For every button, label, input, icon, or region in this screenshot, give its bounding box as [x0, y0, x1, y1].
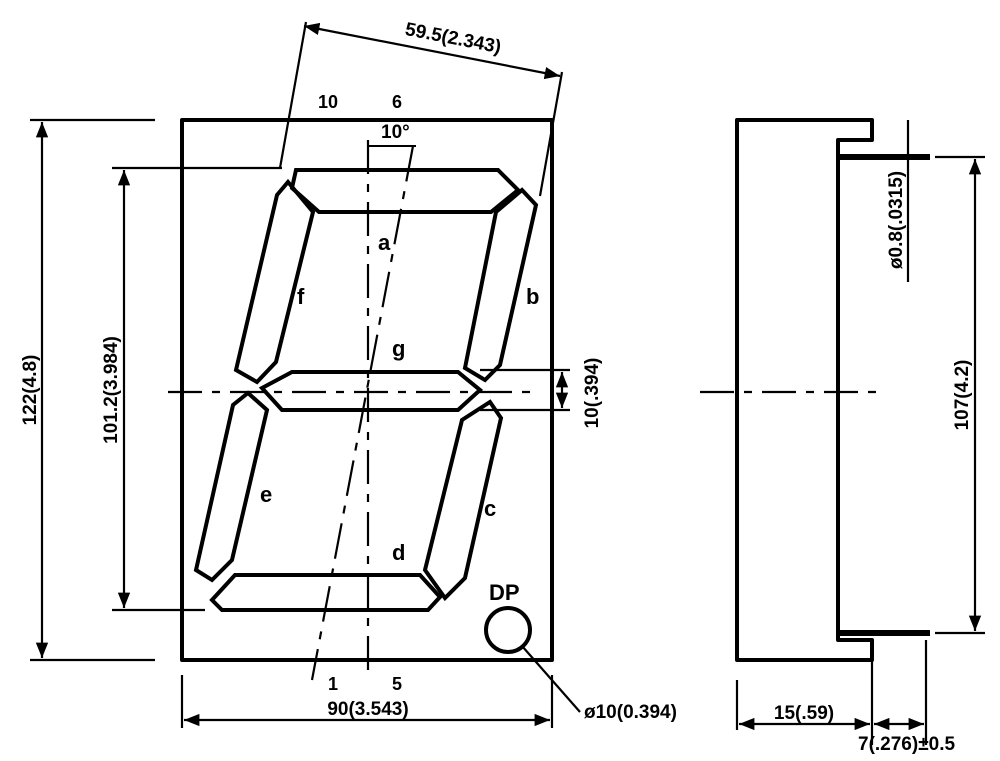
height-total-label: 122(4.8)	[20, 355, 41, 426]
segment-label-g: g	[392, 336, 405, 361]
segment-label-d: d	[392, 540, 405, 565]
segment-width-label: 10(.394)	[582, 358, 603, 429]
pin-label-6: 6	[392, 92, 402, 112]
segment-label-b: b	[526, 284, 539, 309]
slant-angle-label: 10°	[381, 122, 410, 143]
segment-label-e: e	[260, 482, 272, 507]
pin-diameter-label: ø0.8(.0315)	[886, 171, 907, 269]
side-dimensions: 107(4.2) ø0.8(.0315) 15(.59) 7(.276)±0.5	[735, 120, 985, 755]
segment-label-dp: DP	[489, 580, 520, 605]
segment-b	[462, 187, 539, 383]
front-view: 10° a b c d e f g DP 10 6 1 5	[168, 92, 554, 694]
slant-axis	[310, 145, 415, 681]
pin-label-5: 5	[392, 674, 402, 694]
segment-e	[193, 390, 270, 583]
side-height-label: 107(4.2)	[952, 360, 973, 431]
segment-label-c: c	[484, 496, 496, 521]
side-view	[700, 118, 930, 662]
segment-dp	[484, 606, 532, 654]
dp-leader-line	[521, 645, 581, 713]
slant-width-dimension-line	[303, 22, 561, 80]
pin-label-10: 10	[318, 92, 338, 112]
segment-a	[289, 168, 521, 214]
segment-label-f: f	[297, 284, 305, 309]
side-body-outline	[735, 118, 874, 662]
segment-c	[422, 399, 504, 602]
dp-diameter-label: ø10(0.394)	[584, 702, 677, 723]
width-total-label: 90(3.543)	[327, 699, 408, 720]
digit-height-label: 101.2(3.984)	[101, 336, 122, 444]
pin-length-label: 7(.276)±0.5	[858, 734, 955, 755]
segments	[193, 168, 539, 654]
segment-d	[209, 573, 443, 612]
segment-label-a: a	[378, 230, 391, 255]
segment-g	[258, 370, 484, 412]
slant-width-label: 59.5(2.343)	[403, 19, 502, 58]
pin-label-1: 1	[328, 674, 338, 694]
segment-f	[233, 178, 316, 385]
depth-label: 15(.59)	[774, 703, 834, 724]
